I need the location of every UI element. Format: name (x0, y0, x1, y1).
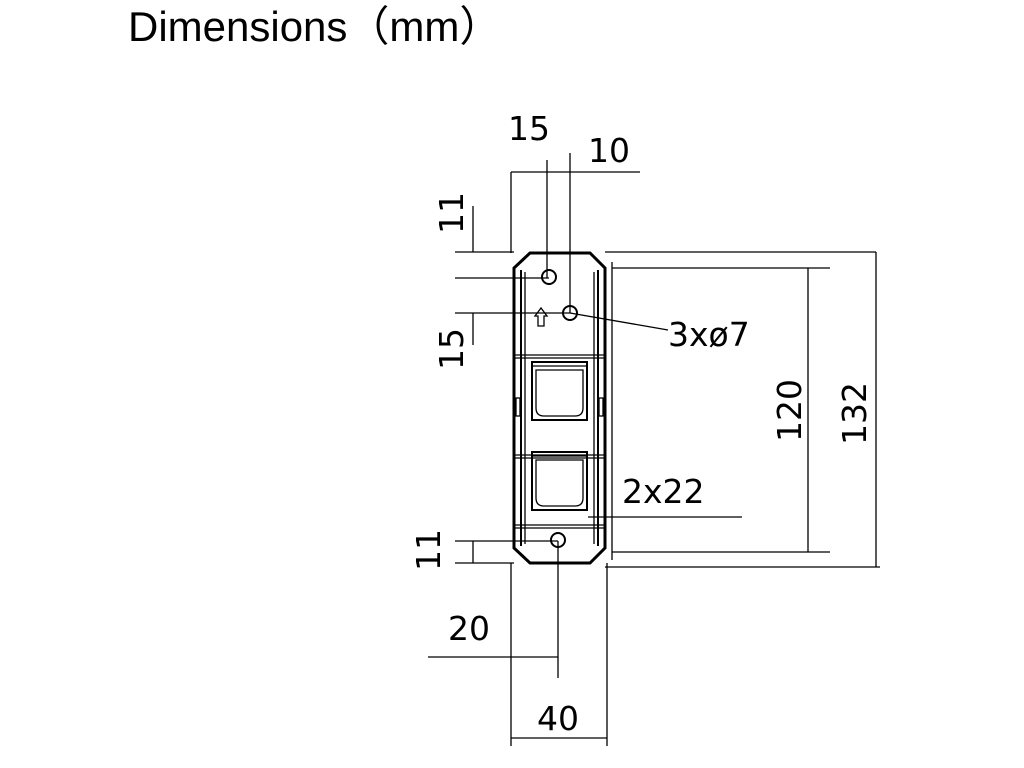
dim-label-132: 132 (835, 382, 874, 445)
bracket-part (512, 251, 607, 565)
hole-top (541, 269, 557, 285)
dim-label-hole-spec: 3xø7 (668, 315, 750, 354)
side-tab-right (598, 397, 604, 417)
dim-label-slot-spec: 2x22 (622, 472, 705, 511)
page-title: Dimensions（mm） (128, 3, 502, 50)
slot-opening (535, 459, 584, 507)
slot-opening (535, 369, 584, 417)
slot-frame (531, 451, 588, 511)
bracket-outline (512, 251, 607, 565)
dim-label-11-bottom: 11 (409, 529, 448, 571)
dim-label-20: 20 (448, 609, 490, 648)
dim-label-15-left: 15 (432, 328, 471, 370)
slot-frame (531, 361, 588, 421)
slot-upper (531, 361, 588, 421)
dim-label-10: 10 (588, 131, 630, 170)
dim-label-40: 40 (537, 699, 579, 738)
dim-label-15-top: 15 (508, 109, 550, 148)
side-tab-left (515, 397, 521, 417)
dimension-lines (428, 153, 880, 746)
up-arrow-icon (533, 306, 549, 327)
dim-label-120: 120 (770, 379, 809, 442)
dim-label-11-top: 11 (432, 192, 471, 234)
slot-lower (531, 451, 588, 511)
